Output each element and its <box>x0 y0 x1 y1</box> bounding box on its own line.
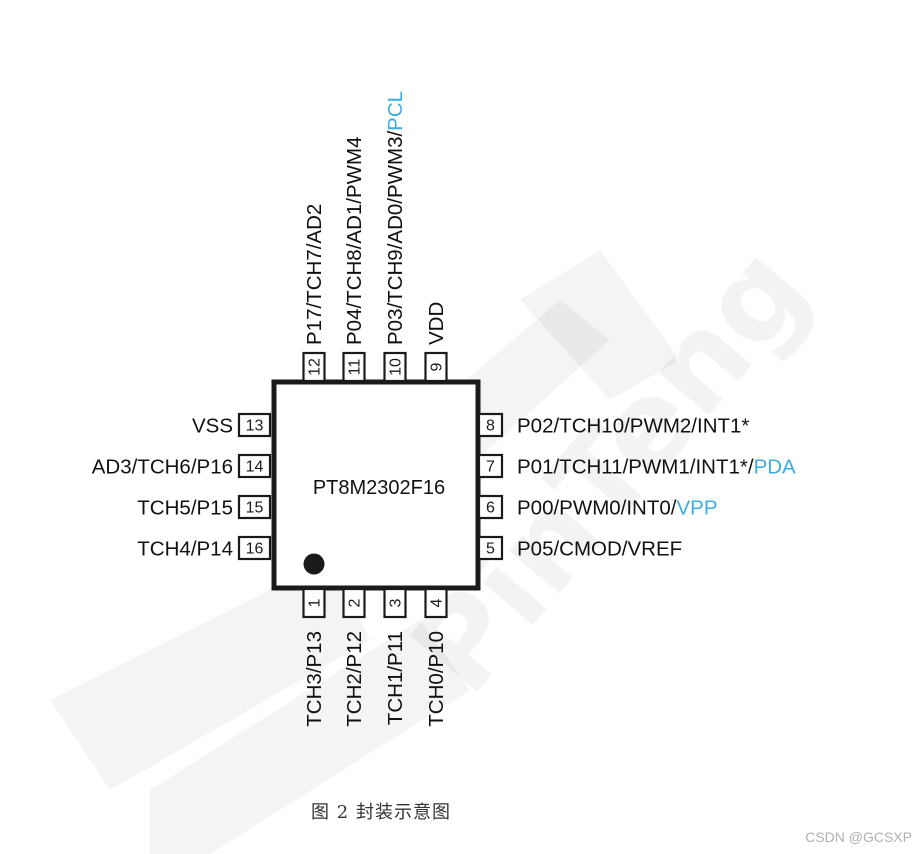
pin-13-label: VSS <box>192 415 233 438</box>
pin-11-pad <box>342 351 366 383</box>
pin-9-label: VDD <box>425 302 448 345</box>
chip-name: PT8M2302F16 <box>313 477 445 499</box>
pin-3-pad <box>383 587 407 619</box>
pin-2-number: 2 <box>347 598 364 607</box>
pin-15-pad <box>237 494 272 520</box>
pin-14-label: AD3/TCH6/P16 <box>92 456 233 479</box>
pin-5-pad <box>477 535 504 561</box>
pin-14-label-part: AD3/TCH6/P16 <box>92 456 233 479</box>
pin-15: 15 TCH5/P15 <box>137 494 272 520</box>
pin-14-pad <box>237 453 272 479</box>
pin-7: 7 P01/TCH11/PWM1/INT1*/PDA <box>477 453 796 479</box>
pin-1-pad <box>302 587 326 619</box>
pin-4-number: 4 <box>429 598 446 607</box>
pin-12-label-part: P17/TCH7/AD2 <box>303 204 326 345</box>
pin-6-pad <box>477 494 504 520</box>
pin-10: 10 P03/TCH9/AD0/PWM3/PCL <box>383 91 407 383</box>
pin-7-label: P01/TCH11/PWM1/INT1*/PDA <box>517 456 796 479</box>
pin-7-number: 7 <box>486 459 495 476</box>
pin-6-label: P00/PWM0/INT0/VPP <box>517 497 718 520</box>
pin-4-label: TCH0/P10 <box>425 631 448 727</box>
pin-6-label-part: P00/PWM0/INT0/ <box>517 497 677 520</box>
pin-8-pad <box>477 412 504 438</box>
pin-13-pad <box>237 412 272 438</box>
pin-16-number: 16 <box>246 541 264 558</box>
pin-4-pad <box>424 587 448 619</box>
pin-6-label-part: VPP <box>677 497 718 520</box>
pin1-marker-dot <box>303 553 325 575</box>
pin-9-label-part: VDD <box>425 302 448 345</box>
pin-8-label-part: P02/TCH10/PWM2/INT1* <box>517 415 749 438</box>
pin-15-label-part: TCH5/P15 <box>137 497 233 520</box>
chip-body <box>271 379 481 591</box>
pin-12-pad <box>302 351 326 383</box>
pin-10-label-part: PCL <box>384 91 407 131</box>
pin-16-pad <box>237 535 272 561</box>
pin-16: 16 TCH4/P14 <box>137 535 272 561</box>
pin-8-label: P02/TCH10/PWM2/INT1* <box>517 415 749 438</box>
pin-3-number: 3 <box>388 598 405 607</box>
pin-12-number: 12 <box>307 358 324 376</box>
pin-8: 8 P02/TCH10/PWM2/INT1* <box>477 412 749 438</box>
pin-13-number: 13 <box>246 418 264 435</box>
pin-11-number: 11 <box>347 359 364 376</box>
pin-9-pad <box>424 351 448 383</box>
pin-11-label: P04/TCH8/AD1/PWM4 <box>343 137 366 345</box>
pin-1-label-part: TCH3/P13 <box>303 631 326 727</box>
pin-10-label: P03/TCH9/AD0/PWM3/PCL <box>384 91 407 345</box>
pin-12-label: P17/TCH7/AD2 <box>303 204 326 345</box>
pin-14-number: 14 <box>246 459 264 476</box>
pin-13: 13 VSS <box>192 412 272 438</box>
pin-11-label-part: P04/TCH8/AD1/PWM4 <box>343 137 366 345</box>
pin-9: 9 VDD <box>424 302 448 383</box>
pin-6-number: 6 <box>486 500 495 517</box>
pin-5-label: P05/CMOD/VREF <box>517 538 682 561</box>
pin-7-label-part: PDA <box>754 456 796 479</box>
pin-5-number: 5 <box>486 541 495 558</box>
pin-7-label-part: P01/TCH11/PWM1/INT1*/ <box>517 456 754 479</box>
pin-15-label: TCH5/P15 <box>137 497 233 520</box>
pin-9-number: 9 <box>429 362 446 371</box>
pin-8-number: 8 <box>486 418 495 435</box>
pin-6: 6 P00/PWM0/INT0/VPP <box>477 494 718 520</box>
figure-caption: 图 2 封装示意图 <box>311 802 451 823</box>
pin-16-label: TCH4/P14 <box>137 538 233 561</box>
pin-2-pad <box>342 587 366 619</box>
pin-3-label-part: TCH1/P11 <box>384 631 407 725</box>
pin-5-label-part: P05/CMOD/VREF <box>517 538 682 561</box>
pin-10-label-part: P03/TCH9/AD0/PWM3/ <box>384 131 407 345</box>
pin-15-number: 15 <box>246 500 264 517</box>
pin-16-label-part: TCH4/P14 <box>137 538 233 561</box>
pin-4-label-part: TCH0/P10 <box>425 631 448 727</box>
pin-14: 14 AD3/TCH6/P16 <box>92 453 272 479</box>
pin-1-label: TCH3/P13 <box>303 631 326 727</box>
pin-11: 11 P04/TCH8/AD1/PWM4 <box>342 137 366 383</box>
pin-2-label: TCH2/P12 <box>343 631 366 727</box>
pin-5: 5 P05/CMOD/VREF <box>477 535 682 561</box>
pin-12: 12 P17/TCH7/AD2 <box>302 204 326 383</box>
pin-10-pad <box>383 351 407 383</box>
pin-7-pad <box>477 453 504 479</box>
pin-1-number: 1 <box>307 598 324 607</box>
pin-10-number: 10 <box>388 358 405 376</box>
pin-13-label-part: VSS <box>192 415 233 438</box>
pin-3-label: TCH1/P11 <box>384 631 407 725</box>
source-credit: CSDN @GCSXP <box>805 829 912 845</box>
pin-2-label-part: TCH2/P12 <box>343 631 366 727</box>
